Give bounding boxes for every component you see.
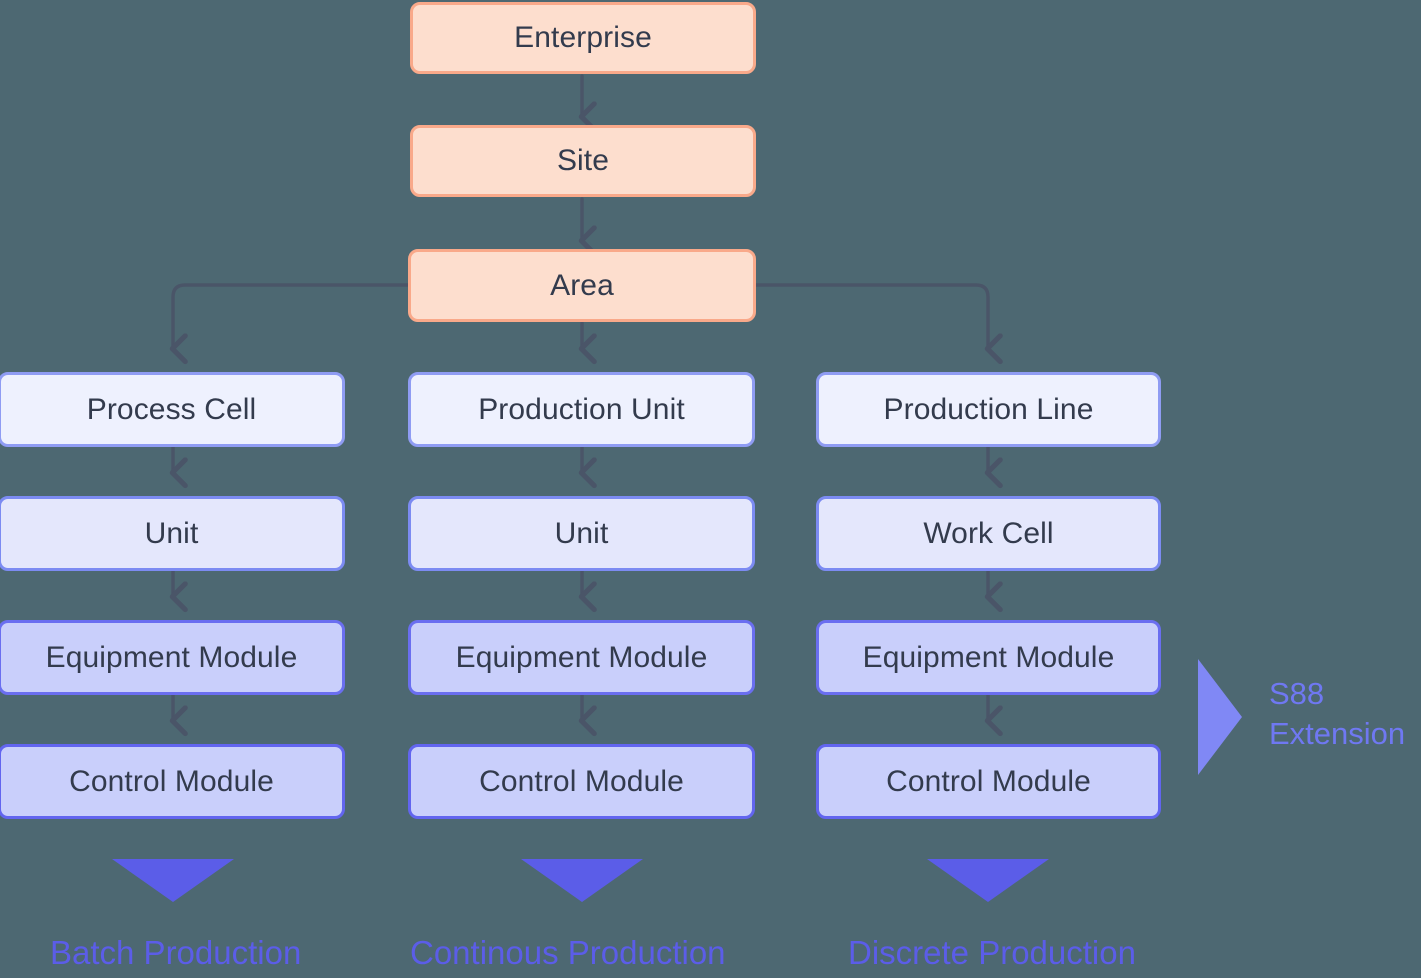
node-unit-continuous[interactable]: Unit	[408, 496, 755, 571]
node-site[interactable]: Site	[410, 125, 756, 197]
outcome-arrow-icon-continuous	[521, 859, 643, 902]
outcome-arrow-icon-batch	[112, 859, 234, 902]
s88-extension-line-2: Extension	[1269, 715, 1406, 751]
connector-area-process-cell	[173, 283, 410, 348]
node-equipment-module-discrete[interactable]: Equipment Module	[816, 620, 1161, 695]
outcome-label-discrete: Discrete Production	[848, 934, 1136, 971]
node-production-unit[interactable]: Production Unit	[408, 372, 755, 447]
node-unit-batch[interactable]: Unit	[0, 496, 345, 571]
outcome-label-continuous: Continous Production	[410, 934, 726, 971]
node-production-line[interactable]: Production Line	[816, 372, 1161, 447]
connector-area-production-line	[754, 283, 988, 348]
node-enterprise[interactable]: Enterprise	[410, 2, 756, 74]
s88-extension-label: S88 Extension	[1269, 674, 1405, 753]
node-control-module-batch[interactable]: Control Module	[0, 744, 345, 819]
s88-extension-line-1: S88	[1269, 676, 1325, 711]
outcome-arrow-icon-discrete	[927, 859, 1049, 902]
node-process-cell[interactable]: Process Cell	[0, 372, 345, 447]
node-work-cell[interactable]: Work Cell	[816, 496, 1161, 571]
s88-extension-arrow-icon	[1198, 659, 1242, 775]
node-control-module-continuous[interactable]: Control Module	[408, 744, 755, 819]
node-area[interactable]: Area	[408, 249, 756, 322]
node-equipment-module-continuous[interactable]: Equipment Module	[408, 620, 755, 695]
outcome-label-batch: Batch Production	[50, 934, 302, 971]
node-equipment-module-batch[interactable]: Equipment Module	[0, 620, 345, 695]
node-control-module-discrete[interactable]: Control Module	[816, 744, 1161, 819]
